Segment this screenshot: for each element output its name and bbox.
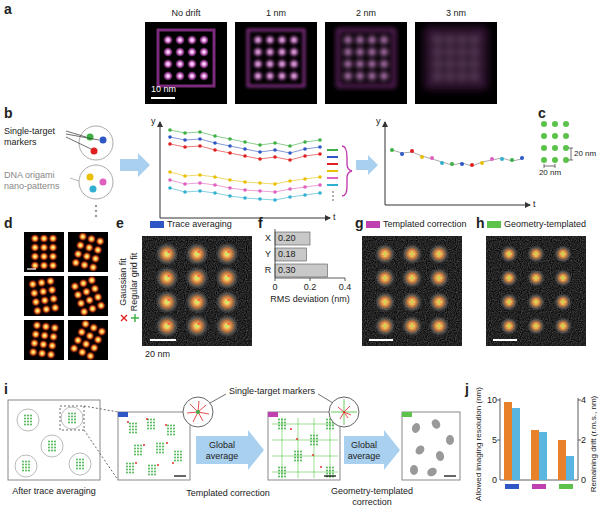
panel-letter: d: [4, 216, 13, 230]
annotation: Y: [265, 249, 271, 260]
annotation: Global average: [198, 440, 246, 462]
annotation: 0: [492, 475, 497, 486]
annotation: t: [333, 212, 336, 223]
annotation: 1 nm: [266, 8, 286, 19]
panel-letter: e: [116, 216, 124, 230]
legend-item: Templated correction: [366, 219, 467, 230]
annotation: 10 nm: [151, 84, 176, 95]
legend-swatch: [150, 221, 164, 228]
annotation: X: [265, 233, 271, 244]
annotation: 2 nm: [356, 8, 376, 19]
annotation: 0.4: [339, 282, 352, 293]
annotation: Remaining drift (r.m.s., nm): [589, 396, 599, 492]
legend-text: Templated correction: [383, 219, 467, 229]
panel-letter: i: [4, 382, 8, 396]
legend-text: Geometry-templated: [504, 219, 586, 229]
annotation: 2: [581, 435, 586, 446]
annotation: 0.30: [278, 265, 296, 276]
annotation: R: [265, 265, 272, 276]
legend-item: Regular grid fit: [129, 253, 140, 312]
annotation: 20 nm: [539, 168, 561, 178]
annotation: Allowed imaging resolution (nm): [474, 387, 484, 501]
annotation: 20 nm: [574, 149, 596, 159]
annotation: Single-target markers: [4, 126, 64, 148]
annotation: Templated correction: [186, 488, 270, 499]
annotation: 0: [272, 282, 277, 293]
annotation: After trace averaging: [12, 486, 96, 497]
annotation: 10: [487, 395, 497, 406]
legend-item: Trace averaging: [150, 219, 232, 230]
annotation: 20 nm: [145, 349, 170, 360]
annotation: 5: [492, 435, 497, 446]
panel-letter: g: [355, 216, 364, 230]
annotation: y: [376, 116, 381, 127]
annotation: 0.18: [278, 249, 296, 260]
annotation: RMS deviation (nm): [270, 294, 350, 305]
legend-text: Regular grid fit: [130, 253, 140, 312]
legend-text: Gaussian fit: [119, 258, 129, 306]
panel-letter: f: [258, 216, 263, 230]
annotation: y: [151, 116, 156, 127]
annotation: Global average: [344, 440, 384, 462]
annotation: t: [533, 199, 536, 210]
legend-text: Trace averaging: [167, 219, 232, 229]
annotation: DNA origami nano-patterns: [4, 170, 68, 192]
panel-letter: c: [538, 106, 546, 120]
panel-letter: h: [476, 216, 485, 230]
panel-letter: a: [4, 2, 12, 16]
legend-item: Gaussian fit: [118, 258, 129, 306]
annotation: 0.2: [304, 282, 317, 293]
annotation: 0: [581, 475, 586, 486]
annotation: Geometry-templated correction: [322, 486, 422, 508]
annotation: 3 nm: [446, 8, 466, 19]
legend-item: Geometry-templated: [487, 219, 586, 230]
annotation: 0.20: [278, 233, 296, 244]
annotation: Single-target markers: [229, 386, 315, 397]
panel-letter: j: [465, 382, 469, 396]
panel-letter: b: [4, 106, 13, 120]
legend-swatch: [366, 221, 380, 228]
annotation: 4: [581, 395, 586, 406]
legend-swatch: [487, 221, 501, 228]
annotation: No drift: [171, 8, 200, 19]
